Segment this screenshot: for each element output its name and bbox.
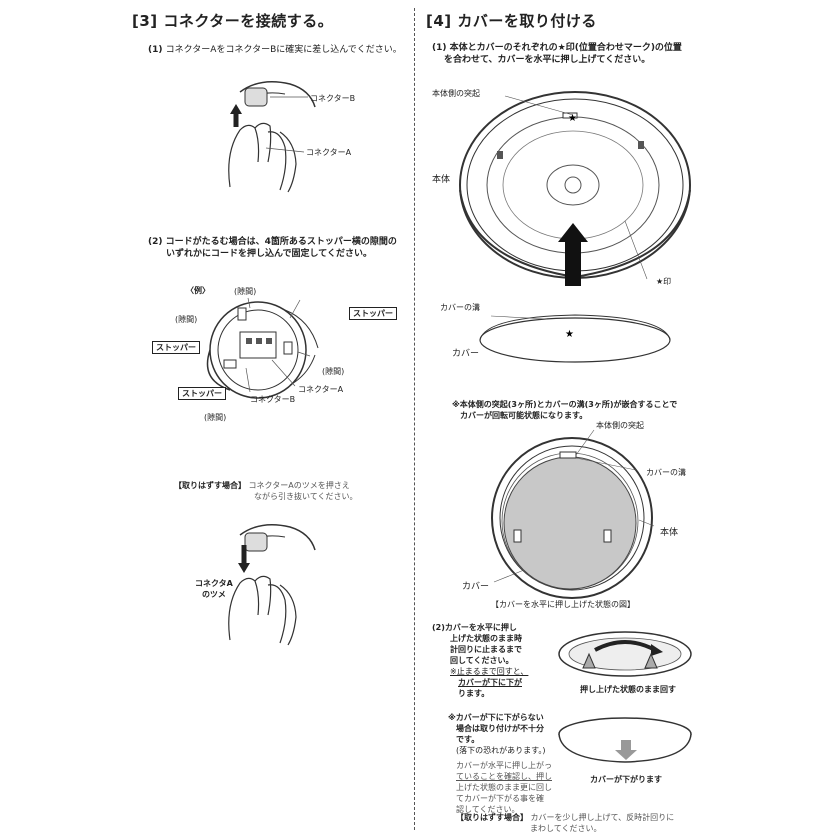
claw-label-line1: コネクタA <box>195 579 233 588</box>
label-protrusion-2: 本体側の突起 <box>596 421 644 430</box>
left-removal-line2: ながら引き抜いてください。 <box>254 492 358 501</box>
right-step2-line3: 回してください。 <box>450 656 514 665</box>
gap-label-top: (隙間) <box>234 287 257 296</box>
warning-check3: てカバーが下がる事を確 <box>456 794 544 803</box>
warning-line0: ※カバーが下に下がらない <box>448 713 544 722</box>
note-fit-line1: ※本体側の突起(3ヶ所)とカバーの溝(3ヶ所)が嵌合することで <box>452 400 678 409</box>
right-step2-line1: 上げた状態のまま時 <box>450 634 522 643</box>
note-fit: ※本体側の突起(3ヶ所)とカバーの溝(3ヶ所)が嵌合することで カバーが回転可能… <box>452 399 677 421</box>
right-step2-note1: カバーが下に下が <box>458 678 522 687</box>
gap-label-right: (隙間) <box>322 367 345 376</box>
right-removal: 【取りはずす場合】 カバーを少し押し上げて、反時計回りに まわしてください。 <box>456 812 674 834</box>
warning-sub: (落下の恐れがあります。) <box>456 746 546 755</box>
left-removal-line1: コネクターAのツメを押さえ <box>248 481 350 490</box>
left-step2: (2) コードがたるむ場合は、4箇所あるストッパー横の隙間の いずれかにコードを… <box>148 236 397 260</box>
ceiling-light-body-illustration: ★ ★ <box>459 91 691 363</box>
label-body-2: 本体 <box>660 528 679 538</box>
label-star-mark: ★印 <box>656 277 672 286</box>
left-heading: [3] コネクターを接続する。 <box>132 12 334 30</box>
label-connector-a-2: コネクターA <box>298 385 344 394</box>
stopper-label-right: ストッパー <box>349 307 397 320</box>
connector-insert-illustration <box>228 81 316 193</box>
claw-label-line2: のツメ <box>201 590 226 599</box>
left-removal: 【取りはずす場合】 コネクターAのツメを押さえ ながら引き抜いてください。 <box>174 480 358 502</box>
right-step2-note2: ります。 <box>458 689 490 698</box>
right-step1-line2: を合わせて、カバーを水平に押し上げてください。 <box>444 55 651 65</box>
cover-pushed-illustration <box>491 429 655 599</box>
label-cover-groove: カバーの溝 <box>440 303 480 312</box>
right-step2-line2: 計回りに止まるまで <box>450 645 522 654</box>
left-step1-num: (1) <box>148 45 163 55</box>
left-removal-title: 【取りはずす場合】 <box>174 481 246 490</box>
warning-check0: カバーが水平に押し上がっ <box>456 761 552 770</box>
warning-line2: です。 <box>456 735 480 744</box>
right-step1: (1) 本体とカバーのそれぞれの★印(位置合わせマーク)の位置 を合わせて、カバ… <box>432 42 682 66</box>
right-removal-line2: まわしてください。 <box>530 824 602 833</box>
example-label: 〈例〉 <box>186 286 210 295</box>
right-step2-note0: ※止まるまで回すと、 <box>450 667 529 676</box>
right-step1-line1: 本体とカバーのそれぞれの★印(位置合わせマーク)の位置 <box>449 43 682 53</box>
gap-label-left: (隙間) <box>175 315 198 324</box>
label-groove-2: カバーの溝 <box>646 468 686 477</box>
stopper-illustration <box>206 297 319 399</box>
label-connector-b: コネクターB <box>310 94 356 103</box>
right-removal-line1: カバーを少し押し上げて、反時計回りに <box>530 813 675 822</box>
gap-label-bottom: (隙間) <box>204 413 227 422</box>
rotate-caption: 押し上げた状態のまま回す <box>580 685 676 694</box>
warning-check2: 上げた状態のまま更に回し <box>456 783 552 792</box>
claw-label: コネクタA のツメ <box>195 578 233 600</box>
note-fit-line2: カバーが回転可能状態になります。 <box>460 411 588 420</box>
fig2-caption: 【カバーを水平に押し上げた状態の図】 <box>491 600 635 609</box>
label-cover: カバー <box>452 349 480 359</box>
left-step1: (1) コネクターAをコネクターBに確実に差し込んでください。 <box>148 44 402 56</box>
warning-check4: 認してください。 <box>456 805 520 814</box>
right-step2-line0: カバーを水平に押し <box>444 623 517 632</box>
right-heading: [4] カバーを取り付ける <box>426 12 597 30</box>
lowered-caption: カバーが下がります <box>590 775 662 784</box>
svg-text:★: ★ <box>565 329 574 340</box>
svg-text:★: ★ <box>568 113 577 124</box>
label-body-protrusion: 本体側の突起 <box>432 89 480 98</box>
label-connector-a: コネクターA <box>306 148 352 157</box>
label-connector-b-2: コネクターB <box>250 395 296 404</box>
label-cover-2: カバー <box>462 582 490 592</box>
right-removal-title: 【取りはずす場合】 <box>456 813 528 822</box>
left-step2-line1: コードがたるむ場合は、4箇所あるストッパー横の隙間の <box>165 237 397 247</box>
stopper-label-left: ストッパー <box>152 341 200 354</box>
right-step2-num: (2) <box>432 623 445 632</box>
right-step2: (2)カバーを水平に押し 上げた状態のまま時 計回りに止まるまで 回してください… <box>432 622 528 699</box>
warning-check1: ていることを確認し、押し <box>456 772 552 781</box>
connector-remove-illustration <box>228 524 316 646</box>
left-step2-line2: いずれかにコードを押し込んで固定してください。 <box>166 249 373 259</box>
right-step1-num: (1) <box>432 43 447 53</box>
warning-block: ※カバーが下に下がらない 場合は取り付けが不十分 です。 (落下の恐れがあります… <box>448 712 552 815</box>
left-step2-num: (2) <box>148 237 163 247</box>
left-step1-text: コネクターAをコネクターBに確実に差し込んでください。 <box>165 45 402 55</box>
column-divider <box>414 8 415 830</box>
warning-line1: 場合は取り付けが不十分 <box>456 724 544 733</box>
cover-lowered-illustration <box>558 717 692 763</box>
stopper-label-bottom: ストッパー <box>178 387 226 400</box>
rotate-cover-illustration <box>558 631 692 677</box>
label-body: 本体 <box>432 175 451 185</box>
